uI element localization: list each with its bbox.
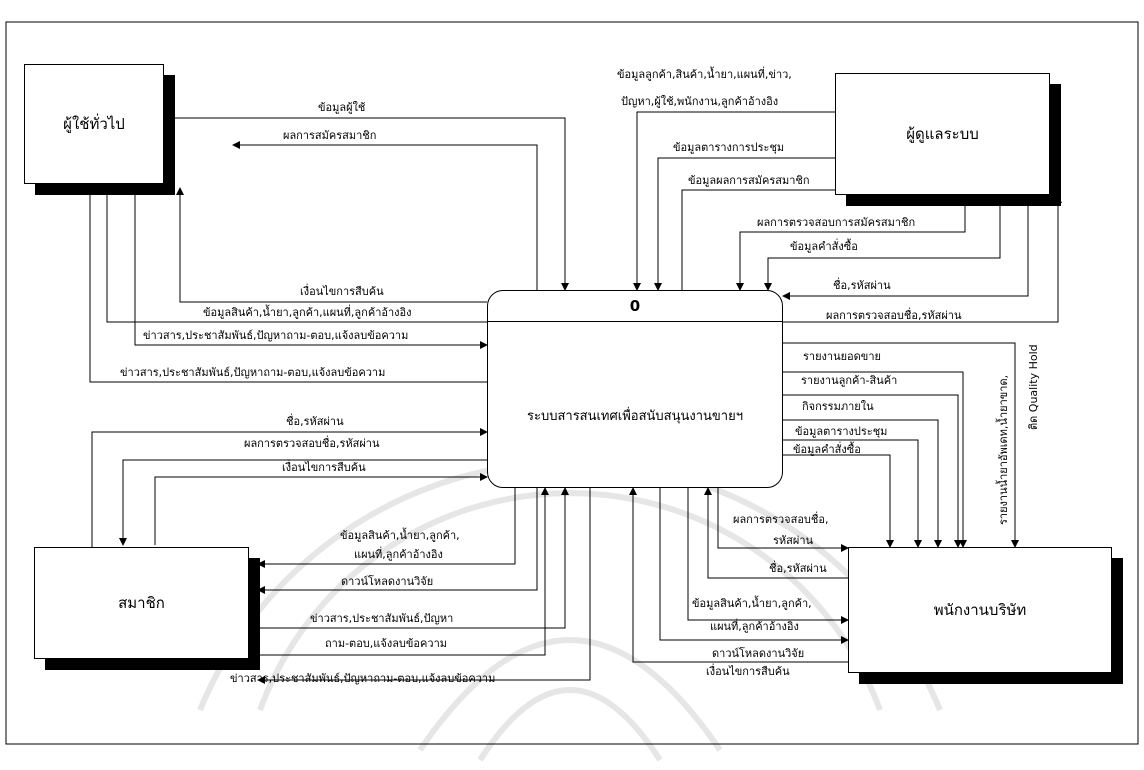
flow-label: ข้อมูลผู้ใช้	[318, 101, 366, 114]
flow-label: ปัญหา,ผู้ใช้,พนักงาน,ลูกค้าอ้างอิง	[621, 95, 779, 108]
flow-label: เงื่อนไขการสืบค้น	[282, 461, 366, 474]
flow-label: ข่าวสาร,ประชาสัมพันธ์,ปัญหาถาม-ตอบ,แจ้งล…	[143, 329, 409, 342]
entity-staff: พนักงานบริษัท	[848, 547, 1112, 673]
flow-label: ข้อมูลผลการสมัครสมาชิก	[688, 174, 810, 187]
entity-general-user-label: ผู้ใช้ทั่วไป	[63, 115, 125, 133]
flow-label: ข้อมูลสินค้า,น้ำยา,ลูกค้า,	[340, 529, 460, 542]
flow-label: ผลการสมัครสมาชิก	[283, 129, 377, 142]
process-divider	[488, 321, 782, 322]
flow-label: แผนที่,ลูกค้าอ้างอิง	[710, 620, 799, 633]
entity-general-user: ผู้ใช้ทั่วไป	[24, 64, 164, 184]
flow-label: รายงานยอดขาย	[803, 350, 881, 363]
flow-lines	[5, 21, 1139, 745]
flow-label: ข่าวสาร,ประชาสัมพันธ์,ปัญหาถาม-ตอบ,แจ้งล…	[120, 366, 386, 379]
flow-label: ชื่อ,รหัสผ่าน	[286, 415, 344, 428]
flow-label: ผลการตรวจสอบชื่อ,	[733, 513, 829, 526]
flow-label: ดาวน์โหลดงานวิจัย	[712, 647, 805, 660]
entity-staff-label: พนักงานบริษัท	[933, 601, 1027, 619]
flow-label: ดาวน์โหลดงานวิจัย	[341, 575, 434, 588]
flow-label-vertical: ติด Quality Hold	[1027, 344, 1040, 430]
flow-label: เงื่อนไขการสืบค้น	[706, 665, 790, 678]
flow-label: รายงานลูกค้า-สินค้า	[801, 374, 898, 387]
flow-label: ผลการตรวจสอบชื่อ,รหัสผ่าน	[826, 309, 962, 322]
flow-label: แผนที่,ลูกค้าอ้างอิง	[354, 548, 443, 561]
entity-admin-label: ผู้ดูแลระบบ	[906, 125, 979, 143]
flow-label: ข่าวสาร,ประชาสัมพันธ์,ปัญหาถาม-ตอบ,แจ้งล…	[230, 672, 496, 685]
process-number: 0	[629, 297, 641, 315]
flow-label: ข้อมูลคำสั่งซื้อ	[793, 443, 861, 456]
flow-label-vertical: รายงานน้ำยาอัพเดท,น้ำยาขาด,	[997, 374, 1010, 525]
flow-label: ข้อมูลสินค้า,น้ำยา,ลูกค้า,แผนที่,ลูกค้าอ…	[203, 306, 412, 319]
flow-label: ข้อมูลลูกค้า,สินค้า,น้ำยา,แผนที่,ข่าว,	[617, 68, 792, 81]
flow-label: ผลการตรวจสอบชื่อ,รหัสผ่าน	[244, 437, 380, 450]
process-0: 0 ระบบสารสนเทศเพื่อสนับสนุนงานขายฯ	[487, 290, 783, 488]
flow-label: ข้อมูลคำสั่งซื้อ	[790, 240, 858, 253]
flow-label: กิจกรรมภายใน	[802, 400, 874, 413]
entity-member-label: สมาชิก	[118, 594, 165, 612]
flow-label: ข้อมูลตารางการประชุม	[673, 141, 785, 154]
flow-label: ข่าวสาร,ประชาสัมพันธ์,ปัญหา	[310, 612, 454, 625]
flow-label: ข้อมูลสินค้า,น้ำยา,ลูกค้า,	[692, 597, 812, 610]
diagram-frame: ผู้ใช้ทั่วไป ผู้ดูแลระบบ สมาชิก พนักงานบ…	[5, 21, 1139, 762]
entity-admin: ผู้ดูแลระบบ	[835, 73, 1050, 195]
process-name: ระบบสารสนเทศเพื่อสนับสนุนงานขายฯ	[526, 409, 743, 424]
flow-label: ชื่อ,รหัสผ่าน	[769, 562, 827, 575]
flow-label: เงื่อนไขการสืบค้น	[300, 285, 384, 298]
flow-label: ถาม-ตอบ,แจ้งลบข้อความ	[325, 637, 448, 650]
entity-member: สมาชิก	[34, 547, 249, 659]
flow-label: ผลการตรวจสอบการสมัครสมาชิก	[757, 216, 916, 229]
flow-label: ชื่อ,รหัสผ่าน	[833, 279, 891, 292]
flow-label: ข้อมูลตารางประชุม	[795, 425, 888, 438]
flow-label: รหัสผ่าน	[773, 534, 814, 547]
